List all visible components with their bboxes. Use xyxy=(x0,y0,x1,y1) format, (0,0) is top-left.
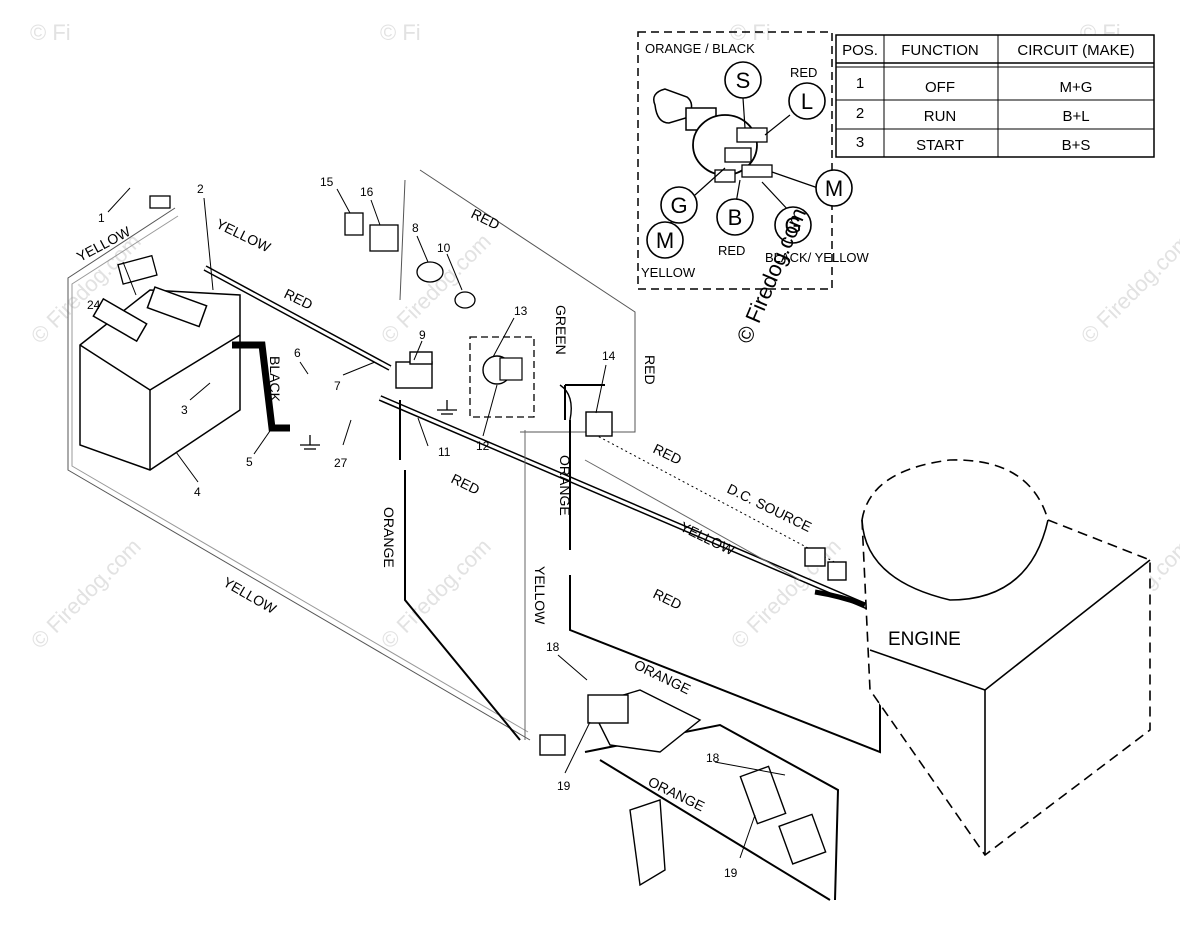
table-cell: B+L xyxy=(1062,108,1089,125)
wire-label-orange: ORANGE xyxy=(557,455,573,516)
part-callouts xyxy=(107,187,786,859)
part-number: 7 xyxy=(334,379,341,393)
part-number: 13 xyxy=(514,304,528,318)
switch-inset: ORANGE / BLACK RED xyxy=(637,31,870,290)
watermark: © Fi xyxy=(380,20,421,45)
part-number: 16 xyxy=(360,185,374,199)
part-number: 18 xyxy=(546,640,560,654)
watermark: © Fi xyxy=(30,20,71,45)
table-header: POS. xyxy=(842,42,878,59)
table-cell: OFF xyxy=(925,79,955,96)
part-number: 15 xyxy=(320,175,334,189)
wire-label-yellow: YELLOW xyxy=(221,574,280,617)
terminal-m-label: M xyxy=(825,176,843,201)
part-number: 8 xyxy=(412,221,419,235)
terminal-s-label: S xyxy=(736,68,751,93)
terminal-m-label: M xyxy=(656,228,674,253)
wire-label-orange: ORANGE xyxy=(381,507,397,568)
wiring-harness xyxy=(67,169,882,901)
wire-label-red: RED xyxy=(469,205,503,232)
wire-label-green: GREEN xyxy=(553,305,569,355)
ground-symbol-icon xyxy=(300,400,457,450)
wire-label-yellow: YELLOW xyxy=(214,215,274,255)
part-number: 12 xyxy=(476,439,490,453)
solenoid-icon xyxy=(395,351,433,389)
key-switch-icon xyxy=(469,336,535,418)
wire-label-red: RED xyxy=(790,65,817,80)
wire-label-orange-black: ORANGE / BLACK xyxy=(645,41,755,56)
wire-label-red: RED xyxy=(651,440,685,467)
part-number: 9 xyxy=(419,328,426,342)
part-number: 18 xyxy=(706,751,720,765)
part-number: 6 xyxy=(294,346,301,360)
terminal-g-label: G xyxy=(670,193,687,218)
part-number: 11 xyxy=(438,445,451,459)
part-number: 19 xyxy=(724,866,738,880)
part-number: 24 xyxy=(87,298,101,312)
ignition-key-icon xyxy=(653,88,773,183)
table-cell: B+S xyxy=(1062,137,1091,154)
dc-connector-icon xyxy=(804,547,866,608)
part-number: 14 xyxy=(602,349,616,363)
wire-label-red: RED xyxy=(718,243,745,258)
part-number: 27 xyxy=(334,456,348,470)
terminal-g-label: G xyxy=(784,213,801,238)
table-cell: M+G xyxy=(1060,79,1093,96)
watermark: © Firedog.com xyxy=(26,534,146,654)
nut-icon xyxy=(416,261,476,309)
watermark: © Firedog.com xyxy=(1076,229,1180,349)
function-table: POS. FUNCTION CIRCUIT (MAKE) 1 OFF M+G 2… xyxy=(835,34,1155,158)
wire-label-black: BLACK xyxy=(267,356,283,403)
battery-icon xyxy=(79,286,241,471)
wire-label-black-yellow: BLACK/ YELLOW xyxy=(765,250,870,265)
clip-icon xyxy=(117,195,399,285)
wire-label-red: RED xyxy=(651,585,685,612)
part-number: 5 xyxy=(246,455,253,469)
part-number: 1 xyxy=(98,211,105,225)
wire-label-red: RED xyxy=(642,355,658,385)
engine-icon xyxy=(861,459,1151,857)
relay-connector-icon xyxy=(559,384,613,437)
part-number: 3 xyxy=(181,403,188,417)
part-number: 10 xyxy=(437,241,451,255)
part-number: 2 xyxy=(197,182,204,196)
wire-label-dc-source: D.C. SOURCE xyxy=(725,480,815,535)
black-cable xyxy=(232,341,290,432)
table-header: FUNCTION xyxy=(901,42,979,59)
terminal-l-label: L xyxy=(801,89,813,114)
engine-label: ENGINE xyxy=(888,629,961,650)
wire-label-yellow: YELLOW xyxy=(532,566,548,625)
table-cell: 1 xyxy=(856,75,864,92)
table-cell: RUN xyxy=(924,108,957,125)
terminal-b-label: B xyxy=(728,205,743,230)
part-number: 19 xyxy=(557,779,571,793)
part-numbers: 1 2 3 4 5 6 7 8 9 10 11 12 13 14 15 16 1… xyxy=(87,175,738,880)
table-cell: 2 xyxy=(856,105,864,122)
wire-label-yellow: YELLOW xyxy=(641,265,696,280)
table-cell: 3 xyxy=(856,134,864,151)
table-cell: START xyxy=(916,137,964,154)
table-header: CIRCUIT (MAKE) xyxy=(1017,42,1134,59)
wire-label-yellow: YELLOW xyxy=(678,518,738,558)
part-number: 4 xyxy=(194,485,201,499)
wire-label-red: RED xyxy=(282,285,316,312)
wire-label-red: RED xyxy=(449,470,483,497)
seat-switch-bracket-icon xyxy=(539,689,827,887)
